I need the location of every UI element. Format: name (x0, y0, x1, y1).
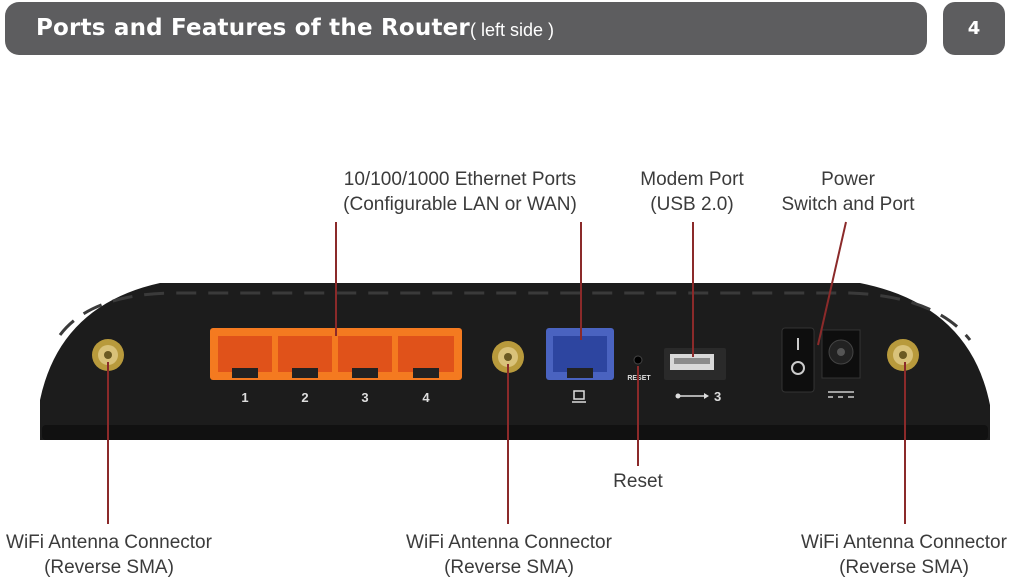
leader-line-power (817, 221, 847, 346)
label-modem-line1: Modem Port (640, 169, 744, 190)
label-antenna-left: WiFi Antenna Connector (Reverse SMA) (0, 530, 218, 580)
usb-modem-port (664, 348, 726, 380)
label-antenna-right: WiFi Antenna Connector (Reverse SMA) (794, 530, 1014, 580)
label-antenna-left-line1: WiFi Antenna Connector (6, 532, 212, 553)
reset-button (633, 355, 643, 365)
label-modem-port: Modem Port (USB 2.0) (622, 167, 762, 217)
usb-port-number: 3 (714, 389, 721, 404)
label-antenna-right-line1: WiFi Antenna Connector (801, 532, 1007, 553)
port-number-1: 1 (241, 390, 248, 405)
port-number-3: 3 (361, 390, 368, 405)
label-antenna-left-line2: (Reverse SMA) (44, 557, 174, 578)
page-number: 4 (943, 2, 1005, 55)
label-modem-line2: (USB 2.0) (650, 194, 734, 215)
antenna-connector-right (887, 339, 919, 371)
label-power-line2: Switch and Port (781, 194, 915, 215)
port-number-4: 4 (422, 390, 430, 405)
usb-icon (675, 393, 709, 399)
label-power: Power Switch and Port (768, 167, 928, 217)
label-antenna-center-line2: (Reverse SMA) (444, 557, 574, 578)
label-ethernet-line1: 10/100/1000 Ethernet Ports (343, 169, 577, 190)
label-antenna-center: WiFi Antenna Connector (Reverse SMA) (398, 530, 620, 580)
label-antenna-center-line1: WiFi Antenna Connector (406, 532, 612, 553)
ethernet-port-1 (218, 336, 272, 378)
ethernet-port-4 (398, 336, 454, 378)
power-switch (781, 327, 815, 393)
wan-ethernet-port (546, 328, 614, 380)
page-subtitle: ( left side ) (470, 20, 555, 40)
label-reset: Reset (588, 469, 688, 494)
antenna-connector-center (492, 341, 524, 373)
label-power-line1: Power (821, 169, 875, 190)
label-reset-line1: Reset (613, 471, 663, 492)
dc-symbol-icon (828, 391, 854, 398)
label-ethernet-ports: 10/100/1000 Ethernet Ports (Configurable… (320, 167, 600, 217)
wan-port-icon (572, 390, 586, 403)
ethernet-port-3 (338, 336, 392, 378)
antenna-connector-left (92, 339, 124, 371)
router-trim (58, 291, 972, 341)
reset-port-text: RESET (627, 375, 651, 382)
power-port (821, 329, 861, 379)
router-bottom (42, 425, 988, 440)
page-title: Ports and Features of the Router (36, 15, 470, 41)
label-ethernet-line2: (Configurable LAN or WAN) (343, 194, 577, 215)
port-number-2: 2 (301, 390, 308, 405)
ethernet-port-2 (278, 336, 332, 378)
title-bar: Ports and Features of the Router ( left … (5, 2, 927, 55)
label-antenna-right-line2: (Reverse SMA) (839, 557, 969, 578)
